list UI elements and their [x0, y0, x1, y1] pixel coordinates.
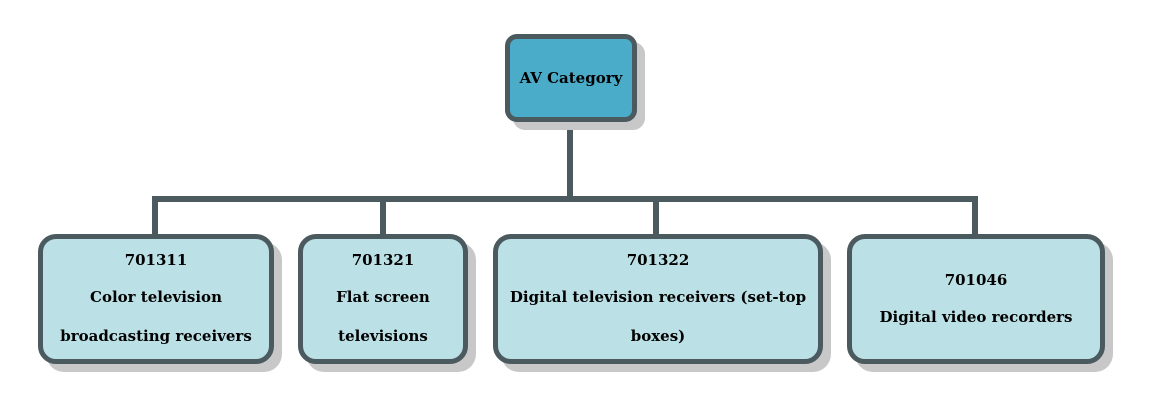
child-node-1-label: Color television broadcasting receivers: [60, 288, 252, 345]
child-node-3-code: 701322: [626, 251, 690, 269]
connector-horizontal-bar: [152, 196, 978, 202]
child-node-2-label: Flat screen televisions: [336, 288, 430, 345]
root-node-label: AV Category: [519, 69, 623, 87]
connector-child-3: [653, 196, 659, 238]
child-node-2: 701321 Flat screen televisions: [298, 234, 468, 364]
child-node-3-label: Digital television receivers (set-top bo…: [509, 288, 807, 345]
child-node-1: 701311 Color television broadcasting rec…: [38, 234, 274, 364]
child-node-4: 701046 Digital video recorders: [847, 234, 1105, 364]
child-node-1-code: 701311: [124, 251, 188, 269]
connector-child-1: [152, 196, 158, 238]
child-node-3: 701322 Digital television receivers (set…: [493, 234, 823, 364]
child-node-2-code: 701321: [351, 251, 415, 269]
connector-child-4: [972, 196, 978, 238]
root-node: AV Category: [505, 34, 637, 122]
child-node-4-label: Digital video recorders: [879, 307, 1073, 326]
child-node-4-code: 701046: [944, 270, 1008, 289]
connector-root-stem: [567, 123, 573, 202]
connector-child-2: [380, 196, 386, 238]
